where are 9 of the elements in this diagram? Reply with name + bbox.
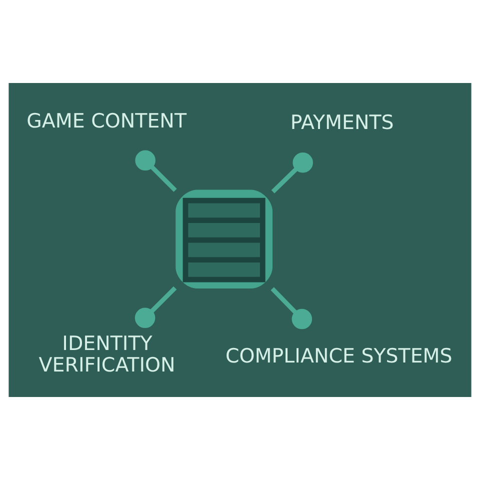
node-text: COMPLIANCE SYSTEMS [225, 344, 452, 368]
connector [135, 150, 177, 192]
connector [271, 152, 313, 194]
connector [270, 287, 312, 330]
node-text: GAME CONTENT [26, 110, 186, 133]
connector [134, 286, 177, 328]
node-text: IDENTITY VERIFICATION [38, 332, 176, 377]
node-box [176, 190, 273, 288]
node-text: PAYMENTS [290, 111, 394, 134]
